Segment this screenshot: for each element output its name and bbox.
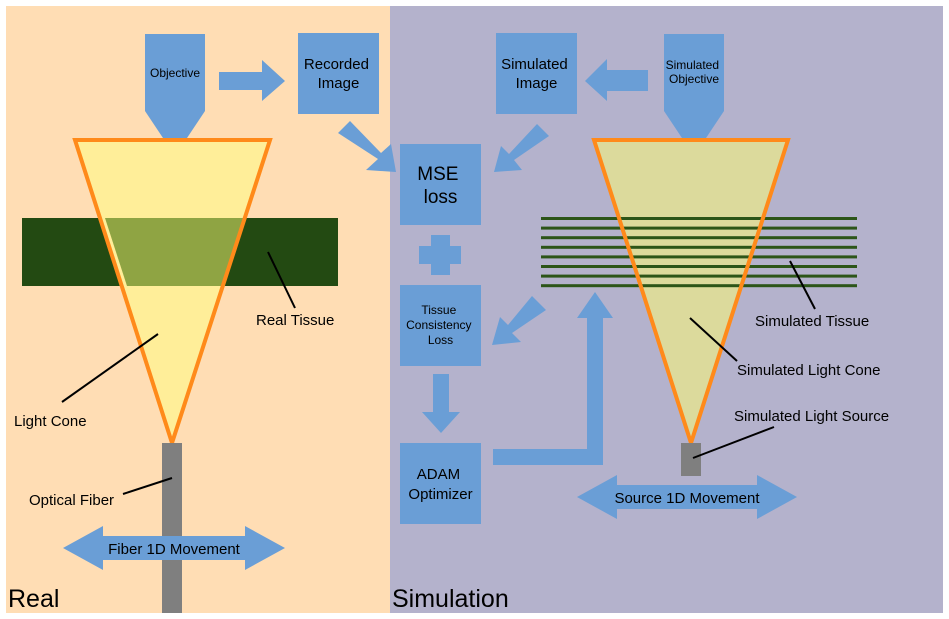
mse-loss-line-2: loss	[424, 187, 458, 208]
simulated-tissue-stripes	[541, 217, 857, 288]
simulated-image-box	[496, 33, 577, 114]
simulated-objective-line-1: Simulated	[666, 58, 719, 72]
adam-optimizer-line-2: Optimizer	[408, 486, 472, 503]
recorded-image-line-1: Recorded	[304, 56, 369, 73]
recorded-image-box	[298, 33, 379, 114]
simulated-tissue-label: Simulated Tissue	[755, 313, 869, 330]
simulated-light-cone	[594, 140, 788, 443]
simulated-tissue-stripe	[541, 245, 857, 249]
arrow-sim-image-to-mse	[494, 124, 549, 172]
simulated-image-label: Simulated Image	[501, 56, 572, 92]
plus-sign	[419, 235, 461, 275]
objective-shape	[145, 34, 205, 138]
tissue-consistency-loss-line-1: Tissue	[421, 303, 456, 317]
recorded-image-label: Recorded Image	[304, 56, 373, 92]
recorded-image-line-2: Image	[318, 75, 360, 92]
source-movement-arrow	[577, 475, 797, 519]
tissue-consistency-loss-line-2: Consistency	[406, 318, 471, 332]
simulated-light-source	[681, 443, 701, 476]
adam-optimizer-box	[400, 443, 481, 524]
simulated-objective-label: Simulated Objective	[666, 58, 723, 86]
light-cone-outline	[72, 138, 273, 450]
simulated-tissue-stripe	[541, 265, 857, 268]
mse-loss-box	[400, 144, 481, 225]
simulated-light-cone-outline	[591, 138, 791, 450]
simulated-light-source-label: Simulated Light Source	[734, 408, 889, 425]
optical-fiber	[162, 443, 182, 613]
light-cone-label: Light Cone	[14, 413, 87, 430]
arrow-sim-tissue-to-tissue-loss	[492, 296, 546, 345]
simulated-tissue-stripe	[541, 284, 857, 288]
arrow-objective-to-recorded	[219, 60, 285, 101]
simulated-tissue-stripe	[541, 255, 857, 259]
simulated-image-line-2: Image	[516, 75, 558, 92]
simulated-light-cone-pointer	[689, 317, 738, 362]
tissue-consistency-loss-label: Tissue Consistency Loss	[406, 303, 475, 347]
cone-tissue-overlap	[105, 218, 244, 286]
simulated-objective-shape	[664, 34, 724, 138]
source-movement-label: Source 1D Movement	[614, 490, 760, 507]
real-tissue-label: Real Tissue	[256, 312, 334, 329]
objective-label: Objective	[150, 66, 200, 80]
real-panel-label: Real	[8, 585, 59, 613]
arrow-recorded-to-mse	[338, 121, 396, 172]
tissue-consistency-loss-box	[400, 285, 481, 366]
light-cone	[75, 140, 270, 443]
arrow-sim-objective-to-sim-image	[585, 59, 648, 101]
optical-fiber-label: Optical Fiber	[29, 492, 114, 509]
mse-loss-label: MSE loss	[417, 164, 463, 208]
tissue-consistency-loss-line-3: Loss	[428, 333, 453, 347]
adam-optimizer-line-1: ADAM	[417, 466, 460, 483]
simulated-tissue-stripe	[541, 217, 857, 220]
simulated-objective-line-2: Objective	[669, 72, 719, 86]
fiber-movement-arrow	[63, 526, 285, 570]
light-cone-pointer	[61, 333, 159, 403]
simulated-image-line-1: Simulated	[501, 56, 568, 73]
simulated-tissue-stripe	[541, 236, 857, 240]
simulated-tissue-stripe	[541, 274, 857, 278]
fiber-movement-label: Fiber 1D Movement	[108, 541, 241, 558]
optical-fiber-pointer	[122, 477, 173, 495]
adam-optimizer-label: ADAM Optimizer	[408, 466, 472, 503]
simulation-panel-label: Simulation	[392, 585, 509, 613]
mse-loss-line-1: MSE	[417, 164, 458, 185]
arrow-adam-to-simulation	[493, 292, 613, 465]
real-tissue-pointer	[267, 251, 296, 309]
simulated-tissue-stripe	[541, 226, 857, 230]
simulated-light-cone-label: Simulated Light Cone	[737, 362, 880, 379]
arrow-tissue-loss-to-adam	[422, 374, 460, 433]
simulated-light-source-pointer	[692, 426, 775, 459]
simulated-tissue-pointer	[789, 260, 816, 310]
